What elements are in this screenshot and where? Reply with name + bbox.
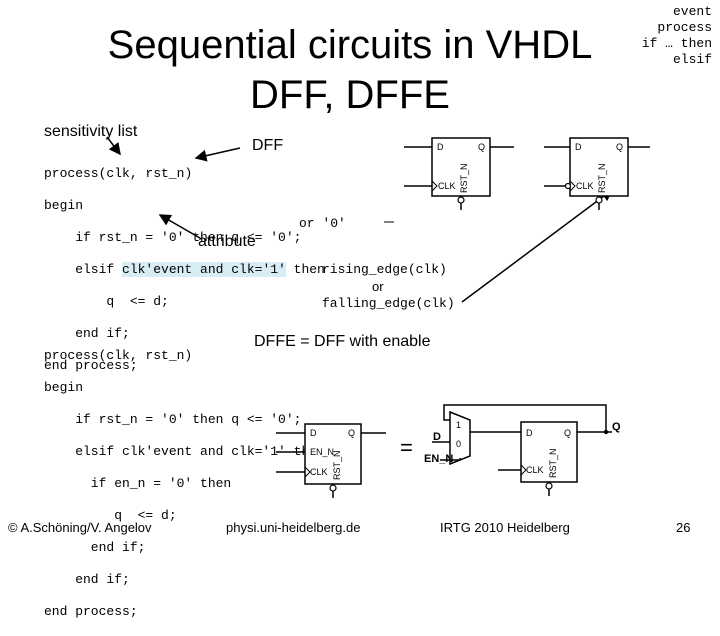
code-line: if en_n = '0' then [44, 476, 232, 491]
code-line: end process; [44, 604, 138, 619]
pin-clk: CLK [576, 181, 594, 191]
code-line: end if; [44, 326, 130, 341]
code-line: process(clk, rst_n) [44, 348, 193, 363]
dffe-label: DFFE = DFF with enable [254, 333, 431, 350]
dff-label: DFF [252, 137, 284, 154]
rising-edge-text: rising_edge(clk) [322, 262, 447, 277]
falling-edge-text: falling_edge(clk) [322, 296, 455, 311]
equals-sign: = [400, 435, 413, 460]
footer-url: physi.uni-heidelberg.de [226, 520, 361, 535]
pin-q: Q [564, 428, 571, 438]
corner-note: if … then [641, 36, 712, 51]
code-line: if rst_n = '0' then q <= '0'; [44, 412, 302, 427]
pin-d: D [310, 428, 317, 438]
or-zero-note: or '0' [299, 216, 346, 231]
code-line: if rst_n = '0' then q <= '0'; [44, 230, 302, 245]
ext-label-d: D [433, 431, 441, 443]
sensitivity-list-label: sensitivity list [44, 123, 138, 140]
pin-clk: CLK [310, 467, 328, 477]
falling-edge-arrow [461, 189, 614, 303]
code-block-dff: process(clk, rst_n) begin if rst_n = '0'… [44, 150, 325, 390]
pin-clk: CLK [438, 181, 456, 191]
ext-label-q: Q [612, 421, 621, 433]
pin-d: D [437, 142, 444, 152]
code-line: begin [44, 380, 84, 395]
pin-d: D [526, 428, 533, 438]
code-line: end process; [44, 358, 138, 373]
code-line: q <= d; [44, 294, 169, 309]
title-line-2: DFF, DFFE [250, 73, 450, 117]
code-line: end if; [44, 540, 146, 555]
circuit-diagrams: D Q CLK RST_N D Q CLK RST_N D Q EN_N CLK [106, 136, 650, 498]
mux-pin-0: 0 [456, 439, 461, 449]
code-line: q <= d; [44, 508, 177, 523]
pin-q: Q [478, 142, 485, 152]
dff-falling [544, 137, 650, 210]
ext-label-en: EN_N [424, 453, 453, 465]
sensitivity-arrow [106, 136, 121, 156]
corner-note: process [657, 20, 712, 35]
pin-rst: RST_N [332, 450, 342, 480]
attribute-label: attribute [198, 233, 256, 250]
pin-clk: CLK [526, 465, 544, 475]
page-number: 26 [676, 520, 691, 535]
pin-rst: RST_N [548, 448, 558, 478]
attribute-arrow [158, 214, 201, 239]
pin-rst: RST_N [597, 163, 607, 193]
mux-pin-1: 1 [456, 420, 461, 430]
dff-arrow [194, 147, 241, 162]
slide-title: Sequential circuits in VHDL DFF, DFFE [60, 20, 640, 120]
pin-q: Q [348, 428, 355, 438]
corner-notes: event process if … then elsif [642, 4, 712, 68]
mux-dff-equivalent [432, 404, 612, 496]
footer-event: IRTG 2010 Heidelberg [440, 520, 570, 535]
dff-rising [404, 137, 514, 210]
pin-q: Q [616, 142, 623, 152]
title-line-1: Sequential circuits in VHDL [107, 23, 593, 67]
pin-rst: RST_N [459, 163, 469, 193]
footer-author: © A.Schöning/V. Angelov [8, 520, 152, 535]
code-line: end if; [44, 572, 130, 587]
pin-d: D [575, 142, 582, 152]
code-highlight: clk'event and clk='1' [122, 262, 286, 277]
code-line: elsif clk'event and clk='1' then [44, 262, 325, 277]
corner-note: event [672, 4, 712, 19]
pin-en: EN_N [310, 447, 334, 457]
corner-note: elsif [672, 52, 712, 67]
code-line: begin [44, 198, 84, 213]
dffe-block [276, 423, 386, 498]
code-line: process(clk, rst_n) [44, 166, 193, 181]
or-text: or [372, 279, 384, 294]
